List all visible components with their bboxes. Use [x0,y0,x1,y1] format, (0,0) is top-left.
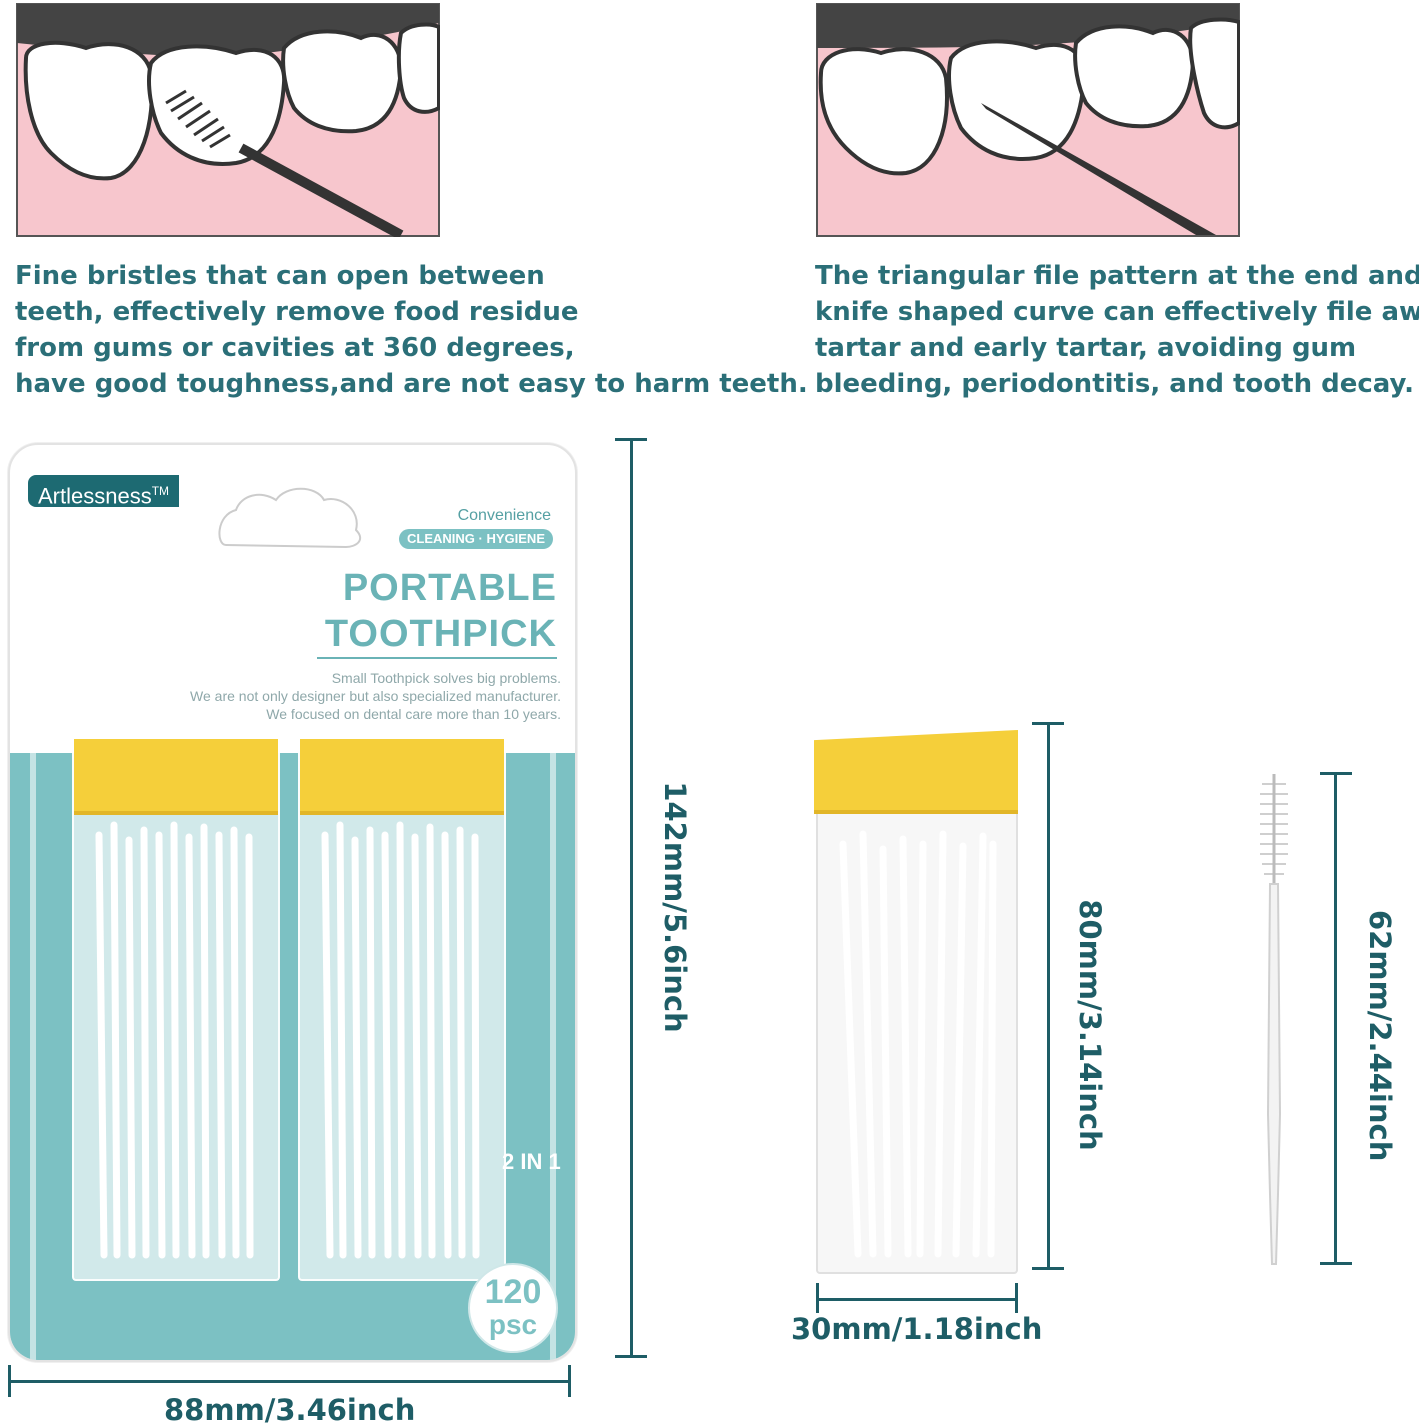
dim-tick [615,1355,647,1358]
blurb-line: We are not only designer but also specia… [190,688,561,704]
toothpick-icon [95,821,254,1259]
box-lid [814,730,1018,814]
caption-line: bleeding, periodontitis, and tooth decay… [815,369,1414,399]
dim-line-package-width [8,1380,570,1383]
file-illustration [816,3,1240,237]
toothpick-case-right [298,737,506,1281]
single-toothpick-box [814,730,1018,1274]
caption-line: Fine bristles that can open between [15,261,545,291]
dim-tick [568,1365,571,1397]
trademark: TM [151,484,170,498]
box-width-label: 30mm/1.18inch [791,1312,1043,1346]
title-divider [317,657,557,659]
brand-label: ArtlessnessTM [28,475,180,509]
caption-line: tartar and early tartar, avoiding gum [815,333,1357,363]
dim-tick [1320,1262,1352,1265]
title-portable: PORTABLE [342,567,557,609]
pick-length-label: 62mm/2.44inch [1363,910,1397,1162]
teeth-file-illustration-icon [816,3,1240,237]
toothpick-icon [1260,774,1288,1265]
two-in-one-label: 2 IN 1 [502,1149,561,1174]
toothpick-icon [321,821,480,1259]
case-lid [300,739,504,815]
dim-tick [1032,1267,1064,1270]
bristle-illustration [16,3,440,237]
caption-left: Fine bristles that can open between teet… [15,258,808,402]
caption-line: knife shaped curve can effectively file … [815,297,1419,327]
count-unit: psc [488,1309,538,1340]
cloud-icon [218,487,362,549]
box-height-label: 80mm/3.14inch [1073,899,1107,1151]
count-number: 120 [484,1273,542,1311]
brand-name: Artlessness [38,483,152,509]
toothpick-icon [839,830,997,1258]
dim-line-pick-length [1334,772,1337,1264]
caption-line: The triangular file pattern at the end a… [815,261,1419,291]
caption-line: from gums or cavities at 360 degrees, [15,333,575,363]
product-package: ArtlessnessTM Convenience CLEANING · HYG… [8,443,577,1362]
toothpick-case-left [72,737,280,1281]
dim-line-box-height [1047,722,1050,1270]
caption-right: The triangular file pattern at the end a… [815,258,1419,402]
package-height-label: 142mm/5.6inch [658,781,692,1033]
dim-line-box-width [816,1298,1018,1301]
cleaning-hygiene-pill: CLEANING · HYGIENE [399,529,553,549]
case-lid [74,739,278,815]
caption-line: teeth, effectively remove food residue [15,297,579,327]
package-width-label: 88mm/3.46inch [164,1393,416,1427]
count-badge: 120 psc [468,1263,558,1353]
dim-tick [8,1365,11,1397]
blurb-line: We focused on dental care more than 10 y… [266,706,561,722]
dim-line-package-height [630,438,633,1358]
dim-tick [816,1283,819,1313]
caption-line: have good toughness,and are not easy to … [15,369,808,399]
blurb-line: Small Toothpick solves big problems. [331,670,561,686]
title-toothpick: TOOTHPICK [324,613,557,655]
convenience-text: Convenience [457,507,551,524]
teeth-brush-illustration-icon [16,3,440,237]
dim-tick [1015,1283,1018,1313]
package-blurb: Small Toothpick solves big problems. We … [190,669,561,723]
